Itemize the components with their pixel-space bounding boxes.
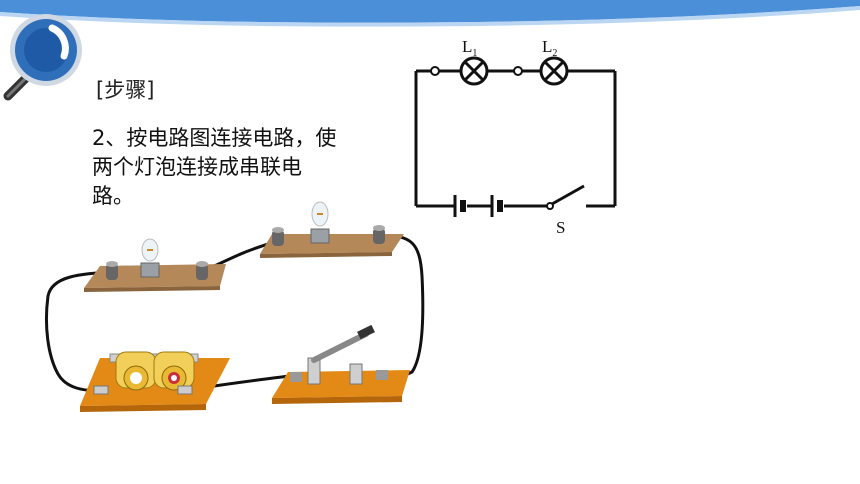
step-instruction: 2、按电路图连接电路，使两个灯泡连接成串联电路。 — [92, 126, 337, 208]
switch-icon — [546, 184, 585, 210]
terminal-dot — [513, 66, 523, 76]
lamp-2-label: L2 — [542, 37, 557, 59]
lamp-icon — [539, 56, 569, 86]
switch-label: S — [556, 218, 565, 237]
circuit-apparatus — [45, 201, 425, 412]
lamp-1-label: L1 — [462, 37, 477, 59]
lamp-board-2 — [260, 201, 404, 258]
knife-switch — [272, 324, 410, 404]
battery-icon — [453, 195, 466, 217]
battery-icon — [490, 195, 503, 217]
battery-holder — [80, 351, 230, 412]
magnifier-icon — [3, 14, 82, 101]
terminal-dot — [430, 66, 440, 76]
lamp-board-1 — [84, 238, 226, 292]
circuit-schematic: L1 L2 S — [414, 37, 617, 237]
lamp-icon — [459, 56, 489, 86]
header-band — [0, 0, 860, 27]
step-title: [步骤] — [96, 78, 155, 102]
